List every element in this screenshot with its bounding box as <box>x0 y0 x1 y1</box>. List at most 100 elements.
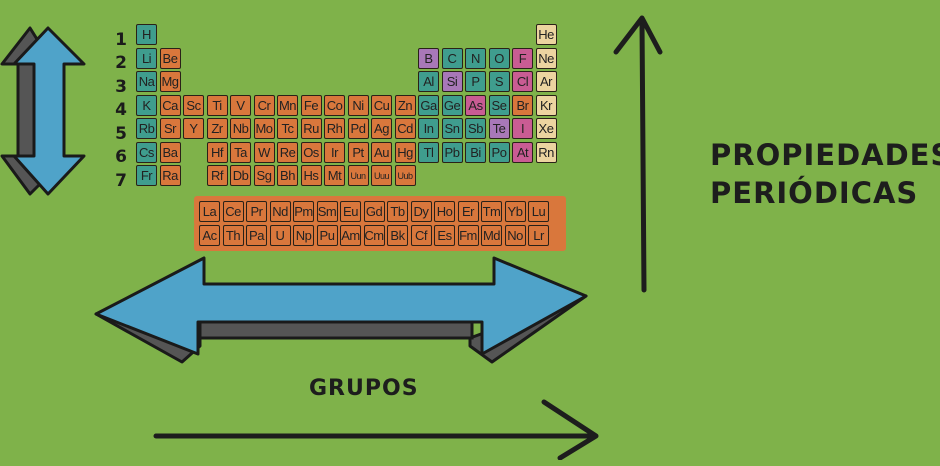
lanthanide-cell: Lu <box>528 201 549 222</box>
actinide-cell: Ac <box>199 225 220 246</box>
element-cell: Uuu <box>371 165 392 186</box>
element-cell: Bh <box>277 165 298 186</box>
element-cell: Cl <box>512 71 533 92</box>
element-cell: Pt <box>347 141 369 163</box>
element-cell: I <box>512 118 533 139</box>
element-cell: Cr <box>253 94 275 116</box>
element-cell: Ra <box>159 165 181 186</box>
element-cell: Rh <box>324 118 345 139</box>
element-cell: W <box>253 141 275 163</box>
element-cell: Mt <box>324 165 345 186</box>
element-cell: Sr <box>159 118 181 139</box>
element-cell: Ge <box>441 94 463 116</box>
properties-trend-arrow-icon <box>613 15 663 293</box>
element-cell: F <box>512 47 533 69</box>
lanthanide-cell: Er <box>457 201 479 222</box>
element-cell: Fe <box>300 94 322 116</box>
element-cell: Br <box>512 94 533 116</box>
period-number-5: 5 <box>115 124 127 144</box>
element-cell: As <box>465 94 486 116</box>
element-cell: Ga <box>418 94 439 116</box>
period-number-1: 1 <box>115 30 127 50</box>
element-cell: Mn <box>277 94 298 116</box>
actinide-cell: Np <box>293 225 314 246</box>
actinide-cell: Cf <box>410 225 432 246</box>
actinide-cell: Fm <box>457 225 479 246</box>
element-cell: Pb <box>441 141 463 163</box>
lanthanide-cell: Nd <box>269 201 291 222</box>
lanthanide-cell: Tb <box>387 201 408 222</box>
element-cell: Ta <box>230 141 251 163</box>
element-cell: Fr <box>136 165 157 186</box>
element-cell: Sn <box>441 118 463 139</box>
element-cell: Se <box>488 94 510 116</box>
lanthanide-cell: Dy <box>410 201 432 222</box>
element-cell: Kr <box>535 94 557 116</box>
element-cell: Tl <box>418 141 439 163</box>
element-cell: Ca <box>159 94 181 116</box>
element-cell: Nb <box>230 118 251 139</box>
element-cell: Hg <box>394 141 416 163</box>
properties-title-line-1: PROPIEDADES <box>710 138 940 172</box>
element-cell: Pd <box>347 118 369 139</box>
lanthanide-cell: Ho <box>434 201 455 222</box>
groups-trend-arrow-icon <box>153 399 599 460</box>
element-cell: Cs <box>136 141 157 163</box>
element-cell: Ag <box>371 118 392 139</box>
element-cell: Bi <box>465 141 486 163</box>
element-cell: Zr <box>206 118 228 139</box>
period-number-6: 6 <box>115 147 127 167</box>
lanthanide-cell: Ce <box>222 201 244 222</box>
element-cell: Y <box>183 118 204 139</box>
actinide-cell: Md <box>481 225 502 246</box>
element-cell: Rn <box>535 141 557 163</box>
element-cell: Cu <box>371 94 392 116</box>
element-cell: Ne <box>535 47 557 69</box>
period-number-7: 7 <box>115 171 127 191</box>
properties-title-line-2: PERIÓDICAS <box>710 176 919 210</box>
element-cell: P <box>465 71 486 92</box>
period-number-3: 3 <box>115 77 127 97</box>
lanthanide-cell: Sm <box>316 201 338 222</box>
actinide-cell: Lr <box>528 225 549 246</box>
element-cell: O <box>488 47 510 69</box>
actinide-cell: U <box>269 225 291 246</box>
element-cell: Uub <box>394 165 416 186</box>
properties-title: PROPIEDADES PERIÓDICAS <box>710 136 940 212</box>
element-cell: Re <box>277 141 298 163</box>
element-cell: Cd <box>394 118 416 139</box>
element-cell: Db <box>230 165 251 186</box>
element-cell: Li <box>136 47 157 69</box>
element-cell: Si <box>441 71 463 92</box>
period-number-4: 4 <box>115 100 127 120</box>
element-cell: Os <box>300 141 322 163</box>
element-cell: Sb <box>465 118 486 139</box>
element-cell: Po <box>488 141 510 163</box>
lanthanide-cell: Gd <box>363 201 385 222</box>
element-cell: B <box>418 47 439 69</box>
element-cell: Tc <box>277 118 298 139</box>
element-cell: Hf <box>206 141 228 163</box>
actinide-cell: Cm <box>363 225 385 246</box>
lanthanide-cell: Eu <box>340 201 361 222</box>
lanthanide-cell: La <box>199 201 220 222</box>
element-cell: V <box>230 94 251 116</box>
element-cell: Xe <box>535 118 557 139</box>
actinide-cell: Bk <box>387 225 408 246</box>
lanthanide-cell: Pr <box>246 201 267 222</box>
element-cell: Ti <box>206 94 228 116</box>
element-cell: At <box>512 141 533 163</box>
element-cell: He <box>535 24 557 45</box>
actinide-cell: Pa <box>246 225 267 246</box>
period-number-2: 2 <box>115 53 127 73</box>
element-cell: S <box>488 71 510 92</box>
actinide-cell: Th <box>222 225 244 246</box>
element-cell: C <box>441 47 463 69</box>
lanthanide-cell: Yb <box>504 201 526 222</box>
element-cell: H <box>136 24 157 45</box>
actinide-cell: No <box>504 225 526 246</box>
element-cell: Na <box>136 71 157 92</box>
periods-double-arrow-icon <box>0 26 86 196</box>
element-cell: Ba <box>159 141 181 163</box>
element-cell: Ar <box>535 71 557 92</box>
